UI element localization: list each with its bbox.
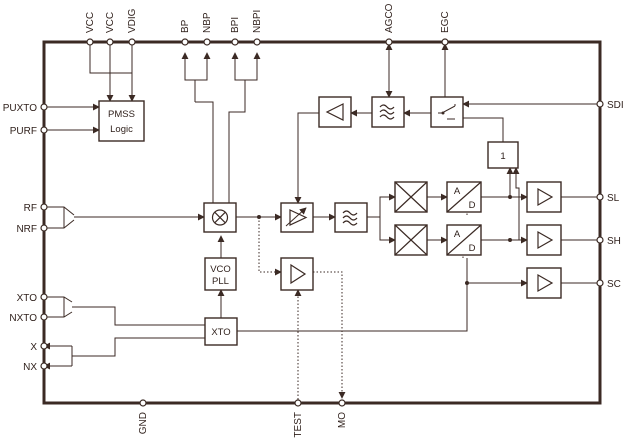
pmss-label-line1: PMSS bbox=[108, 109, 135, 120]
pin-label-sh: SH bbox=[607, 236, 621, 247]
pin-label-vcc: VCC bbox=[105, 12, 116, 33]
xto-block: XTO bbox=[204, 317, 238, 346]
pin-label-bp: BP bbox=[180, 19, 191, 33]
output-buffer-sc bbox=[526, 267, 562, 299]
bandpass-filter bbox=[334, 202, 368, 233]
pin-label-mo: MO bbox=[337, 412, 348, 428]
pin-label-gnd: GND bbox=[138, 412, 149, 434]
pin-label-sl: SL bbox=[607, 193, 620, 204]
pin-label-egc: EGC bbox=[440, 11, 451, 33]
pin-label-purf: PURF bbox=[10, 126, 37, 137]
variable-gain-amplifier bbox=[280, 202, 314, 233]
gain-control-switch bbox=[430, 96, 464, 128]
pin-label-nbpi: NBPI bbox=[252, 10, 263, 33]
pin-label-puxto: PUXTO bbox=[3, 103, 37, 114]
pin-label-test: TEST bbox=[293, 412, 304, 438]
adc-analog-label: A bbox=[454, 186, 461, 197]
buffer-icon bbox=[537, 230, 554, 250]
pmss-logic-block: PMSS Logic bbox=[98, 100, 145, 142]
pin-label-vcc: VCC bbox=[85, 12, 96, 33]
test-amplifier bbox=[280, 257, 314, 291]
vco-label-line2: PLL bbox=[212, 276, 229, 287]
pin-label-xto: XTO bbox=[17, 293, 38, 304]
pin-label-nrf: NRF bbox=[16, 224, 37, 235]
amplifier-icon bbox=[289, 209, 308, 226]
counter-block: 1 bbox=[487, 141, 519, 169]
output-buffer-sl bbox=[526, 181, 562, 213]
mixer-i bbox=[394, 181, 428, 213]
filter-icon bbox=[379, 104, 395, 110]
mixer-q bbox=[394, 224, 428, 256]
pin-label-bpi: BPI bbox=[230, 17, 241, 33]
pin-label-nbp: NBP bbox=[202, 12, 213, 33]
multiplier-icon bbox=[211, 209, 229, 226]
mixer-block bbox=[203, 202, 237, 233]
buffer-icon bbox=[537, 273, 554, 293]
vco-label-line1: VCO bbox=[210, 264, 231, 275]
buffer-icon bbox=[325, 103, 344, 121]
adc-i: A D bbox=[446, 181, 482, 213]
agc-filter bbox=[371, 96, 405, 128]
adc-digital-label: D bbox=[469, 243, 476, 254]
pmss-label-line2: Logic bbox=[110, 124, 133, 135]
counter-label: 1 bbox=[500, 151, 505, 162]
pin-markers bbox=[40, 38, 604, 407]
pin-label-sdi: SDI bbox=[607, 100, 624, 111]
pin-label-nxto: NXTO bbox=[9, 313, 37, 324]
output-buffer-sh bbox=[526, 224, 562, 256]
pin-label-x: X bbox=[30, 342, 37, 353]
filter-icon bbox=[342, 210, 358, 216]
chip-outline bbox=[42, 40, 602, 405]
feedback-buffer bbox=[318, 96, 352, 128]
amplifier-icon bbox=[290, 263, 307, 285]
adc-digital-label: D bbox=[469, 200, 476, 211]
vco-pll-block: VCO PLL bbox=[204, 257, 237, 291]
buffer-icon bbox=[537, 187, 554, 207]
adc-analog-label: A bbox=[454, 229, 461, 240]
signal-wires bbox=[43, 42, 600, 403]
pin-label-sc: SC bbox=[607, 279, 621, 290]
pin-label-agco: AGCO bbox=[384, 3, 395, 33]
pin-label-rf: RF bbox=[24, 203, 37, 214]
pin-label-nx: NX bbox=[23, 362, 37, 373]
xto-label: XTO bbox=[211, 327, 230, 338]
pin-label-vdig: VDIG bbox=[127, 8, 138, 33]
adc-q: A D bbox=[446, 224, 482, 256]
